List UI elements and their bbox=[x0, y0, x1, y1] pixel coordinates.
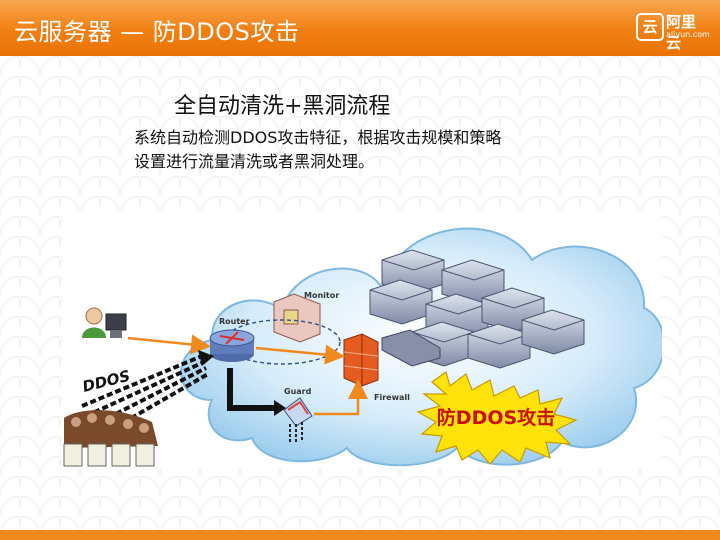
logo-name: 阿里云 bbox=[666, 13, 697, 52]
guard-icon bbox=[283, 397, 313, 442]
router-label: Router bbox=[219, 317, 250, 326]
firewall-icon bbox=[343, 333, 379, 387]
cloud-logo-icon: 云 bbox=[636, 13, 664, 41]
monitor-label: Monitor bbox=[304, 291, 339, 300]
burst-text: 防DDOS攻击 bbox=[437, 406, 555, 429]
router-icon bbox=[209, 329, 255, 362]
server-cluster bbox=[369, 249, 585, 369]
monitor-link-ellipse bbox=[223, 319, 341, 365]
description: 系统自动检测DDOS攻击特征，根据攻击规模和策略 设置进行流量清洗或者黑洞处理。 bbox=[134, 126, 614, 174]
section-title: 全自动清洗+黑洞流程 bbox=[174, 94, 391, 119]
description-line-2: 设置进行流量清洗或者黑洞处理。 bbox=[134, 152, 375, 171]
ddos-burst bbox=[416, 371, 578, 465]
footer-bar bbox=[0, 530, 720, 540]
guard-label: Guard bbox=[284, 387, 312, 396]
diversion-arrow bbox=[227, 368, 286, 416]
header-bar: 云服务器 — 防DDOS攻击 云 阿里云 aliyun.com bbox=[0, 0, 720, 56]
attacker-servers bbox=[63, 443, 155, 467]
logo-url: aliyun.com bbox=[666, 30, 710, 39]
monitor-icon bbox=[273, 293, 321, 343]
aliyun-logo: 云 阿里云 aliyun.com bbox=[636, 9, 710, 52]
firewall-label: Firewall bbox=[374, 393, 410, 402]
slide-title: 云服务器 — 防DDOS攻击 bbox=[14, 18, 300, 46]
ddos-diagram: Monitor Router Firewall bbox=[62, 210, 662, 470]
user-computer-icon bbox=[82, 307, 127, 338]
switch-icon bbox=[381, 329, 441, 367]
traffic-arrows bbox=[127, 334, 368, 416]
attacker-crowd-icon bbox=[64, 410, 158, 448]
description-line-1: 系统自动检测DDOS攻击特征，根据攻击规模和策略 bbox=[134, 128, 502, 147]
